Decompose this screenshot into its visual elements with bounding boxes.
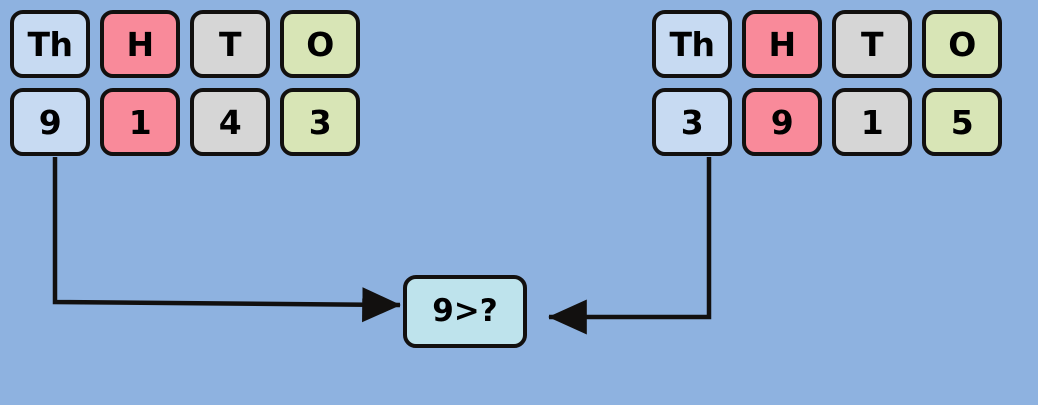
comparison-box[interactable]: 9>? [403,275,527,348]
right-digit-tens[interactable]: 1 [832,88,912,156]
right-digit-thousands[interactable]: 3 [652,88,732,156]
left-header-row: Th H T O [10,10,360,78]
left-header-ones[interactable]: O [280,10,360,78]
left-digit-ones[interactable]: 3 [280,88,360,156]
right-connector-arrow [548,157,712,335]
left-header-thousands[interactable]: Th [10,10,90,78]
left-place-value-chart: Th H T O 9 1 4 3 [10,10,360,156]
left-header-tens[interactable]: T [190,10,270,78]
left-digit-thousands[interactable]: 9 [10,88,90,156]
right-digit-ones[interactable]: 5 [922,88,1002,156]
right-header-row: Th H T O [652,10,1002,78]
right-digit-row: 3 9 1 5 [652,88,1002,156]
left-digit-row: 9 1 4 3 [10,88,360,156]
right-place-value-chart: Th H T O 3 9 1 5 [652,10,1002,156]
right-header-tens[interactable]: T [832,10,912,78]
left-digit-hundreds[interactable]: 1 [100,88,180,156]
right-header-hundreds[interactable]: H [742,10,822,78]
right-header-ones[interactable]: O [922,10,1002,78]
right-digit-hundreds[interactable]: 9 [742,88,822,156]
left-header-hundreds[interactable]: H [100,10,180,78]
left-connector-arrow [52,157,401,323]
left-digit-tens[interactable]: 4 [190,88,270,156]
right-header-thousands[interactable]: Th [652,10,732,78]
